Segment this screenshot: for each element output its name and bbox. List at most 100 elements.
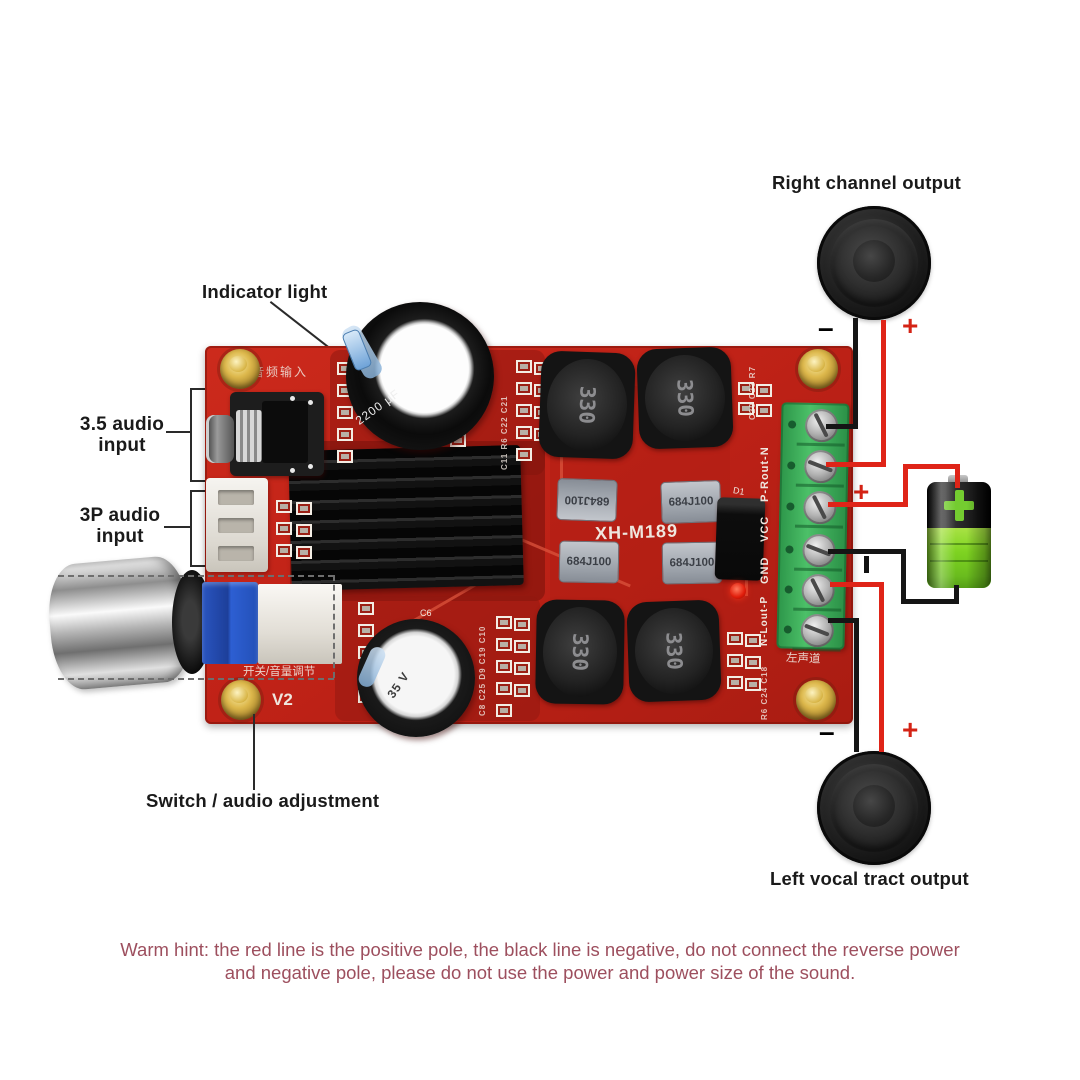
- bracket-3p-tick: [164, 526, 190, 528]
- label-switch-audio-adjustment: Switch / audio adjustment: [146, 790, 380, 811]
- left-speaker-dome: [853, 785, 895, 827]
- potentiometer-body: [202, 582, 258, 664]
- terminal-vcc: [779, 486, 848, 528]
- wire-right-speaker-positive-h: [826, 462, 886, 467]
- connector-slot: [218, 546, 254, 561]
- pcb-trace: [560, 441, 563, 511]
- wire-right-speaker-negative-v: [853, 318, 858, 429]
- warm-hint-line2: and negative pole, please do not use the…: [224, 962, 856, 983]
- smd-pad: [727, 632, 743, 645]
- inductor-3-marking: 330: [567, 632, 593, 672]
- smd-pad: [738, 402, 754, 415]
- silk-p-rout-n: P-Rout-N: [759, 446, 771, 502]
- battery: [927, 475, 991, 588]
- label-3p-audio-line2: input: [96, 526, 144, 547]
- knob-dashed-right: [333, 575, 335, 678]
- silk-refs-bottom-mid: C8 C25 D9 C19 C10: [478, 625, 487, 716]
- smd-pad: [745, 656, 761, 669]
- smd-pad: [496, 616, 512, 629]
- smd-pad: [496, 682, 512, 695]
- terminal-screw: [803, 490, 837, 525]
- connector-slot: [218, 490, 254, 505]
- smd-pad: [756, 404, 772, 417]
- jack-slot: [262, 401, 308, 463]
- jack-pin: [308, 464, 313, 469]
- label-left-vocal-output: Left vocal tract output: [770, 868, 969, 889]
- corner-screw-bottom-left: [221, 680, 261, 720]
- smd-pad: [516, 360, 532, 373]
- label-35-audio-line2: input: [98, 435, 146, 456]
- silk-audio-input-cn: 音频输入: [252, 365, 309, 379]
- label-35-audio-line1: 3.5 audio: [79, 414, 165, 435]
- film-capacitor-2: 684J100: [660, 479, 722, 525]
- bracket-3p-vertical: [190, 490, 192, 567]
- inductor-4: 330: [626, 599, 722, 703]
- right-speaker: [817, 206, 931, 320]
- smd-pad: [738, 382, 754, 395]
- silk-switch-volume-cn: 开关/音量调节: [243, 666, 316, 678]
- inductor-1-marking: 330: [574, 385, 600, 425]
- indicator-pointer-line: [269, 301, 335, 352]
- inductor-2-marking: 330: [672, 378, 698, 418]
- wire-gnd-v1: [901, 549, 906, 604]
- smd-pad: [296, 502, 312, 515]
- silk-version: V2: [272, 690, 293, 709]
- smd-pad: [745, 678, 761, 691]
- jack-metal-contact: [236, 410, 262, 462]
- smd-pad: [276, 522, 292, 535]
- smd-pad: [496, 660, 512, 673]
- smd-pad: [516, 382, 532, 395]
- terminal-lout-p: [776, 609, 845, 651]
- jack-pin: [290, 396, 295, 401]
- wire-vcc-h2: [903, 464, 960, 469]
- output-terminal-block: [776, 402, 850, 651]
- wire-vcc-v1: [903, 464, 908, 507]
- smd-pad: [276, 544, 292, 557]
- wire-right-speaker-negative-h: [826, 424, 858, 429]
- right-speaker-plus: +: [902, 310, 919, 341]
- label-3p-audio-line1: 3P audio: [79, 505, 161, 526]
- label-3p-audio-input: 3P audio input: [60, 505, 180, 547]
- right-speaker-dome: [853, 240, 895, 282]
- film-capacitor-1: 684J100: [556, 477, 618, 523]
- smd-pad: [296, 524, 312, 537]
- wire-vcc-h1: [828, 502, 908, 507]
- smd-pad: [337, 406, 353, 419]
- smd-pad: [516, 448, 532, 461]
- label-indicator-light: Indicator light: [202, 281, 328, 302]
- inductor-1: 330: [538, 350, 636, 460]
- knob-dashed-top: [58, 575, 334, 577]
- jack-barrel: [206, 415, 234, 463]
- smd-pad: [516, 426, 532, 439]
- silk-refs-top-right: C20 C23 R7: [748, 365, 757, 420]
- smd-pad: [756, 384, 772, 397]
- smd-pad: [514, 640, 530, 653]
- potentiometer-switch: [258, 584, 342, 664]
- smd-pad: [358, 624, 374, 637]
- smd-pad: [727, 676, 743, 689]
- silk-vcc: VCC: [759, 515, 771, 542]
- silk-d1: D1: [732, 485, 746, 497]
- wire-gnd-to-battery: [954, 585, 959, 604]
- jack-pin: [290, 468, 295, 473]
- inductor-2: 330: [636, 346, 734, 450]
- battery-minus-sign: [864, 556, 869, 573]
- filter-capacitor-bottom: [357, 619, 475, 737]
- battery-plus-sign: +: [853, 476, 870, 507]
- audio-connector-3p: [206, 478, 268, 572]
- connector-slot: [218, 518, 254, 533]
- left-speaker-plus: +: [902, 714, 919, 745]
- wire-left-speaker-negative-h: [828, 618, 859, 623]
- smd-pad: [337, 428, 353, 441]
- terminal-hole: [786, 502, 795, 511]
- diode-d1: [714, 497, 766, 581]
- power-led: [730, 583, 746, 599]
- corner-screw-top-left: [220, 349, 260, 389]
- smd-pad: [296, 546, 312, 559]
- battery-body-line: [930, 543, 988, 545]
- terminal-hole: [784, 585, 793, 594]
- battery-body: [927, 528, 991, 588]
- left-speaker-minus: –: [819, 716, 835, 747]
- terminal-lout-n: [777, 569, 846, 611]
